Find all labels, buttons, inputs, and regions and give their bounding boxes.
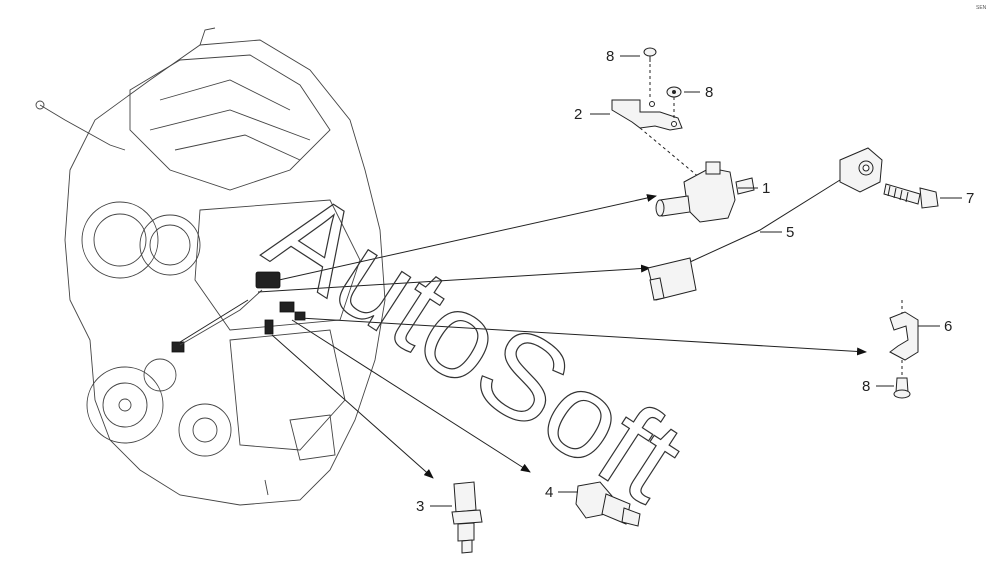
arrow-part-1 [269,194,657,283]
watermark: AutoSoft [246,164,705,527]
part-4-sensor [575,481,641,527]
callout-8-mid: 8 [705,84,713,101]
callout-3: 3 [416,498,424,515]
arrow-part-3 [271,334,434,479]
part-6-clip [889,300,919,378]
arrow-part-5 [257,264,651,293]
assembly-dash-2-1 [639,127,701,179]
leader-arrows [171,194,867,479]
bolt-8-bottom [893,377,911,399]
part-2-bracket [611,99,683,131]
callout-6: 6 [944,318,952,335]
callout-leaders [430,55,962,507]
part-5-sensor-cable [647,147,883,301]
bolt-8-top [643,47,657,100]
callout-2: 2 [574,106,582,123]
callout-5: 5 [786,224,794,241]
arrow-part-6 [299,317,867,356]
callout-4: 4 [545,484,553,501]
corner-mark: SEN [976,5,987,11]
callout-7: 7 [966,190,974,207]
engine-assembly [35,27,386,506]
part-1-sensor [655,161,755,223]
harness-line [171,299,249,348]
callout-1: 1 [762,180,770,197]
part-7-bolt [883,183,939,209]
arrow-part-4 [291,319,531,473]
bolt-8-mid [666,86,682,118]
callout-8-top: 8 [606,48,614,65]
part-3-sensor [451,481,483,554]
callout-8-bottom: 8 [862,378,870,395]
